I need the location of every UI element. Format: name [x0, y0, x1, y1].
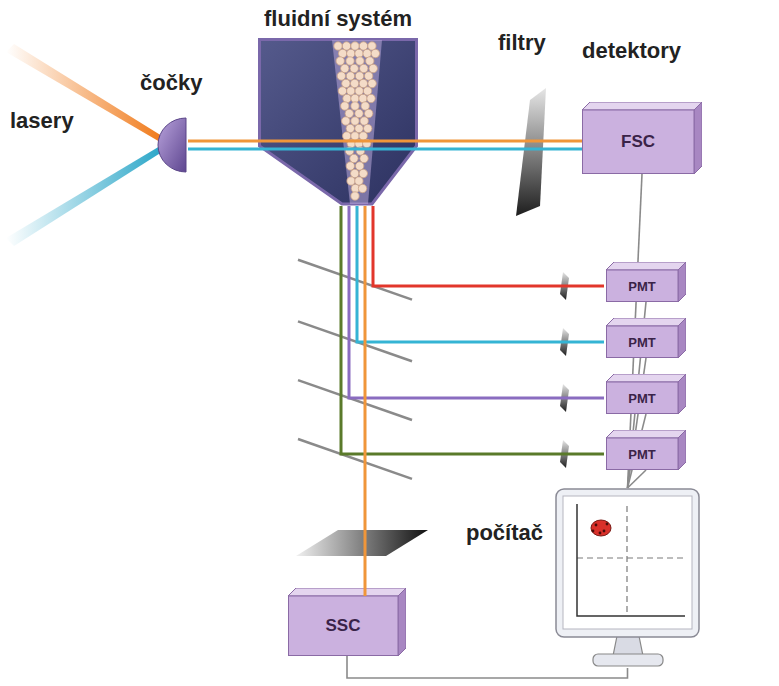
red-beam — [373, 206, 604, 286]
teal-laser — [6, 146, 162, 246]
small-filter — [560, 328, 569, 356]
detector-label: PMT — [628, 279, 655, 294]
green-beam — [341, 206, 604, 454]
small-filter — [560, 440, 569, 468]
orange-beam-ssc — [364, 206, 367, 596]
teal-beam — [188, 148, 582, 151]
monitor-drawing — [555, 488, 700, 668]
part-label: detektory — [582, 38, 681, 64]
orange-beam — [188, 140, 582, 143]
detector-label: FSC — [621, 132, 655, 152]
part-label: čočky — [140, 70, 202, 96]
detector-label: PMT — [628, 335, 655, 350]
detector-box: PMT — [606, 318, 686, 358]
mirror — [298, 260, 412, 300]
part-label: filtry — [498, 30, 546, 56]
orange-laser — [6, 44, 162, 142]
computer-monitor: počítač — [555, 488, 700, 668]
mirror — [298, 380, 412, 420]
detector-box: SSC — [288, 588, 406, 656]
teal-beam-2 — [357, 206, 604, 342]
small-filter — [560, 272, 569, 300]
purple-beam — [349, 206, 604, 398]
fluidic-outline — [258, 38, 418, 206]
detector-label: PMT — [628, 447, 655, 462]
detector-box: PMT — [606, 430, 686, 470]
detector-box: FSC — [582, 102, 702, 174]
detector-box: PMT — [606, 262, 686, 302]
node-heading: počítač — [466, 520, 543, 546]
detector-box: PMT — [606, 374, 686, 414]
detector-label: PMT — [628, 391, 655, 406]
small-filter — [560, 384, 569, 412]
mirror — [298, 439, 412, 479]
lens — [158, 118, 186, 172]
cable — [347, 656, 628, 678]
detector-label: SSC — [326, 616, 361, 636]
fluidic-system: fluidní systém — [258, 38, 418, 206]
ssc-filter — [296, 530, 428, 556]
node-heading: fluidní systém — [264, 6, 412, 32]
mirror — [298, 321, 412, 361]
cable — [628, 470, 647, 488]
filter — [516, 88, 546, 216]
part-label: lasery — [10, 108, 74, 134]
